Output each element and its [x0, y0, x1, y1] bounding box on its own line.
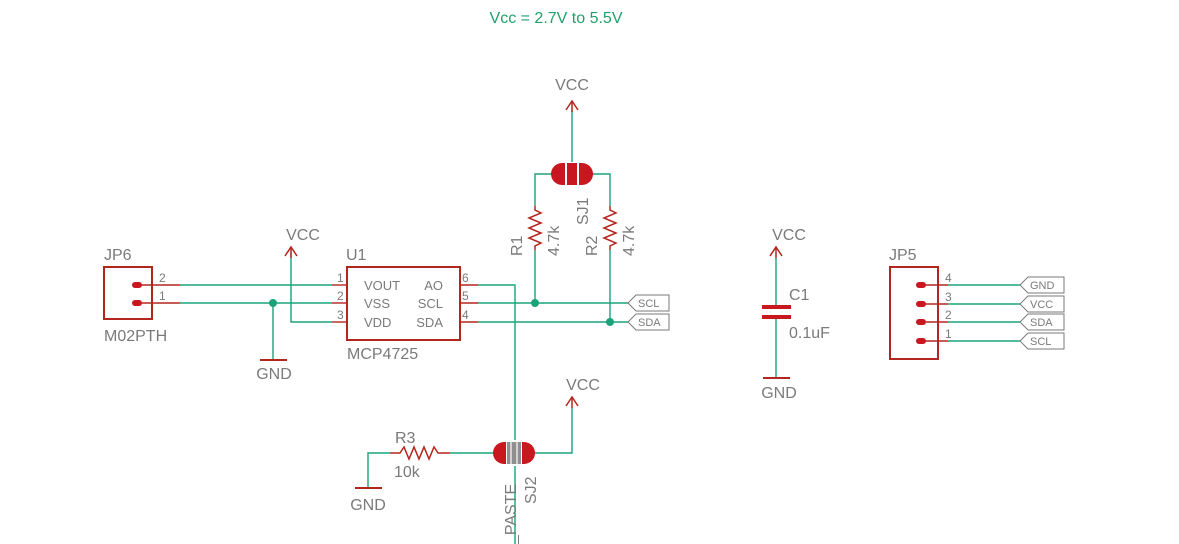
u1-pin-name-vdd: VDD — [364, 315, 391, 330]
wire-sj2-vcc — [530, 408, 573, 454]
jp5-pin-1: 1 — [945, 327, 952, 341]
sj2-value: _PASTE — [503, 484, 520, 544]
r3-value: 10k — [394, 464, 421, 481]
gnd-symbol-left: GND — [256, 359, 292, 383]
r1-value: 4.7k — [546, 225, 563, 256]
jp5-net-vcc: VCC — [1030, 299, 1053, 311]
gnd-label-left: GND — [256, 366, 292, 383]
vcc-symbol-top: VCC — [555, 77, 589, 112]
wire-r3-gnd — [367, 452, 390, 488]
u1-pin-name-sda: SDA — [416, 315, 443, 330]
solder-jumper-sj1: SJ1 — [551, 163, 593, 225]
u1-pin-1: 1 — [337, 271, 344, 285]
u1-pin-4: 4 — [462, 308, 469, 322]
u1-ref: U1 — [346, 247, 367, 264]
jp6-ref: JP6 — [104, 247, 132, 264]
vcc-label-sj2: VCC — [566, 377, 600, 394]
jp5-net-sda: SDA — [1030, 317, 1053, 329]
wire-ao-sj2 — [478, 284, 516, 440]
c1-ref: C1 — [789, 287, 810, 304]
gnd-symbol-cap: GND — [761, 377, 797, 402]
net-flag-sda: SDA — [627, 313, 670, 331]
resistor-r2: R2 4.7k — [584, 206, 638, 256]
junction-scl — [531, 299, 539, 307]
jp5-ref: JP5 — [889, 247, 917, 264]
solder-jumper-sj2: SJ2 _PASTE — [493, 442, 540, 544]
c1-value: 0.1uF — [789, 325, 830, 342]
resistor-r3: R3 10k — [390, 430, 450, 481]
gnd-label-r3: GND — [350, 497, 386, 514]
junction-sda — [606, 318, 614, 326]
capacitor-c1: C1 0.1uF — [762, 287, 830, 342]
jp5-pin-2: 2 — [945, 308, 952, 322]
u1-pin-name-ao: AO — [424, 278, 443, 293]
sj1-ref: SJ1 — [575, 197, 592, 225]
vcc-label-top: VCC — [555, 77, 589, 94]
junction-gnd — [269, 299, 277, 307]
vcc-symbol-cap: VCC — [769, 227, 806, 258]
jp5-pin-4: 4 — [945, 271, 952, 285]
r2-value: 4.7k — [621, 225, 638, 256]
connector-jp6: JP6 2 1 M02PTH — [103, 247, 180, 345]
u1-pin-6: 6 — [462, 271, 469, 285]
vcc-symbol-sj2: VCC — [565, 377, 600, 408]
net-flag-scl-label: SCL — [638, 298, 659, 310]
net-flag-scl: SCL — [627, 294, 670, 312]
gnd-symbol-r3: GND — [350, 487, 386, 514]
r2-ref: R2 — [584, 235, 601, 256]
jp6-value: M02PTH — [104, 328, 167, 345]
jp6-pin-1: 1 — [159, 289, 166, 303]
r3-ref: R3 — [395, 430, 416, 447]
u1-pin-3: 3 — [337, 308, 344, 322]
connector-jp5: JP5 4 3 2 1 GND VCC SDA SCL — [889, 247, 1065, 360]
wire-sj1-r2 — [592, 173, 611, 206]
u1-value: MCP4725 — [347, 346, 418, 363]
supply-voltage-note: Vcc = 2.7V to 5.5V — [490, 10, 623, 27]
wire-vcc-left — [290, 252, 332, 323]
jp5-net-scl: SCL — [1030, 336, 1051, 348]
u1-pin-name-vss: VSS — [364, 296, 390, 311]
resistor-r1: R1 4.7k — [509, 206, 563, 256]
vcc-label-left: VCC — [286, 227, 320, 244]
vcc-label-cap: VCC — [772, 227, 806, 244]
jp6-pin-2: 2 — [159, 271, 166, 285]
ic-u1: U1 1 2 3 6 5 4 VOUT VSS VDD AO SCL SDA M… — [332, 247, 478, 363]
wires — [180, 110, 1020, 544]
u1-pin-5: 5 — [462, 289, 469, 303]
u1-pin-2: 2 — [337, 289, 344, 303]
vcc-symbol-left: VCC — [284, 227, 320, 258]
u1-pin-name-vout: VOUT — [364, 278, 400, 293]
jp5-net-gnd: GND — [1030, 280, 1055, 292]
jp5-pin-3: 3 — [945, 290, 952, 304]
u1-pin-name-scl: SCL — [418, 296, 443, 311]
net-flag-sda-label: SDA — [638, 317, 661, 329]
gnd-label-cap: GND — [761, 385, 797, 402]
sj2-ref: SJ2 — [523, 476, 540, 504]
wire-sj1-r1 — [534, 173, 552, 206]
r1-ref: R1 — [509, 235, 526, 256]
